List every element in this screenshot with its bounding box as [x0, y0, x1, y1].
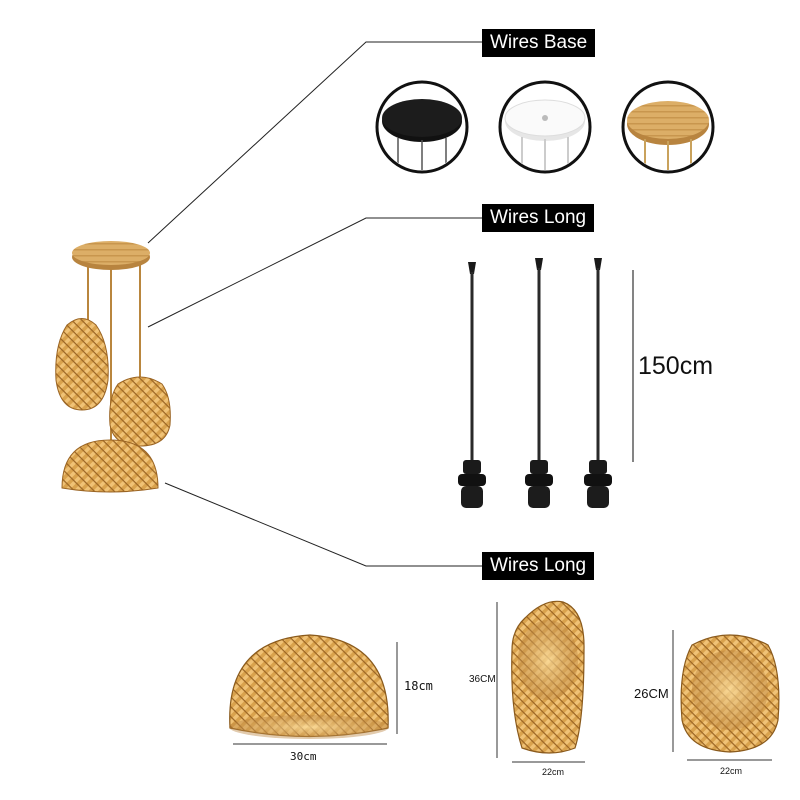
short-shade	[672, 630, 780, 761]
base-option-black	[375, 80, 469, 174]
pendant-cords	[458, 258, 634, 508]
wires-long-tag-top: Wires Long	[482, 204, 595, 232]
cord-2	[525, 258, 553, 508]
base-option-white	[498, 80, 592, 174]
cord-1	[458, 262, 486, 508]
tall-shade	[496, 600, 585, 763]
tall-height-label: 36CM	[469, 674, 496, 685]
wires-base-tag: Wires Base	[482, 29, 596, 57]
leader-line-base	[147, 41, 482, 244]
leader-line-shades	[164, 482, 482, 567]
assembled-pendant	[55, 241, 171, 493]
wires-long-tag-bottom: Wires Long	[482, 552, 595, 580]
leader-lines	[147, 41, 482, 567]
wire-length-label: 150cm	[638, 352, 714, 380]
tall-width-label: 22cm	[542, 767, 565, 777]
dome-width-label: 30cm	[290, 750, 317, 763]
leader-line-wires	[147, 217, 482, 328]
short-width-label: 22cm	[720, 766, 743, 776]
cord-3	[584, 258, 612, 508]
short-height-label: 26CM	[634, 686, 669, 701]
dome-height-label: 18cm	[404, 679, 433, 693]
dome-shade	[229, 634, 398, 745]
base-option-wood	[621, 80, 715, 174]
